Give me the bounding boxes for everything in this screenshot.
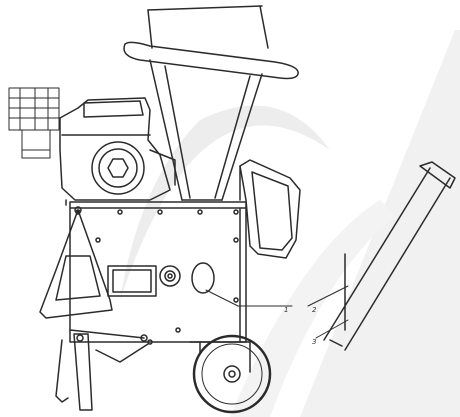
rotor-bearing [159,265,181,287]
callout-number-3: 3 [312,338,316,346]
infeed-chute [323,161,456,351]
inspection-port [191,262,215,294]
stand-leg [55,329,153,411]
access-panel [107,265,157,297]
side-intake-guard [39,206,113,319]
callout-leader-2 [307,285,349,307]
wheel-bracket [189,341,251,373]
callout-number-2: 2 [312,306,317,314]
callout-leader-1 [205,289,293,307]
air-cleaner [8,87,60,159]
callout-number-1: 1 [284,306,288,314]
wheel [192,334,272,414]
main-housing [69,201,247,343]
discharge-chute [239,159,301,259]
callout-leader-3 [315,319,349,339]
hopper [123,5,299,201]
background-watermark [120,30,460,417]
engine [59,97,176,206]
